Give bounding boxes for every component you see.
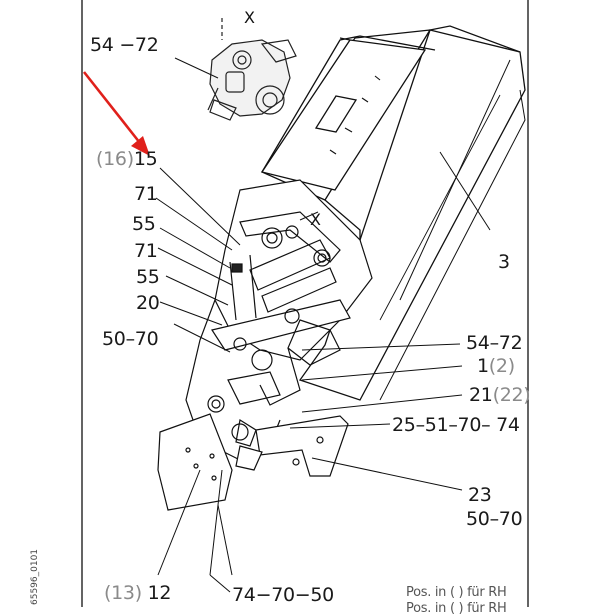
view-x-label-top: X	[244, 8, 255, 27]
lid-panel	[260, 37, 427, 191]
callout-55-a: 55	[132, 213, 156, 235]
callout-15-main: 15	[133, 148, 158, 170]
callout-15-alt: (16)	[96, 148, 134, 170]
callout-25-51-70-74: 25–51–70– 74	[392, 414, 520, 436]
frame	[81, 0, 529, 607]
detail-view-x	[207, 18, 297, 121]
note-line-1: Pos. in ( ) für RH	[406, 585, 507, 600]
callout-71-b: 71	[134, 240, 158, 262]
callout-12-main: 12	[147, 582, 172, 604]
callout-21: 21(22)	[469, 384, 531, 406]
red-arrow-icon	[82, 71, 150, 156]
leader-lines	[155, 57, 491, 593]
note-line-2: Pos. in ( ) für RH	[406, 601, 507, 616]
callout-74-70-50: 74−70−50	[232, 584, 334, 606]
callout-50-70-left: 50–70	[102, 328, 159, 350]
callout-12-alt: (13)	[104, 582, 142, 604]
callout-1: 1(2)	[477, 357, 515, 376]
callout-54-72-top: 54 −72	[90, 34, 159, 56]
view-x-label-mid: X	[310, 210, 321, 229]
callout-12: (13) 12	[104, 584, 171, 603]
callout-1-main: 1	[477, 355, 489, 377]
callout-1-alt: (2)	[488, 355, 515, 377]
callout-20: 20	[136, 292, 160, 314]
callout-21-main: 21	[469, 384, 493, 406]
callout-21-alt: (22)	[492, 384, 531, 406]
bracket-arm	[235, 415, 349, 477]
callout-55-b: 55	[136, 266, 160, 288]
callout-54-72-right: 54–72	[466, 332, 523, 354]
callout-23: 23	[468, 484, 492, 506]
callout-3: 3	[498, 251, 510, 273]
side-drawing-code: 65596_0101	[30, 548, 40, 605]
mechanism-frame	[185, 179, 373, 461]
callout-50-70-right: 50–70	[466, 508, 523, 530]
callout-15: (16)15	[96, 148, 158, 170]
callout-71-a: 71	[134, 183, 158, 205]
bracket-plate	[157, 413, 233, 511]
